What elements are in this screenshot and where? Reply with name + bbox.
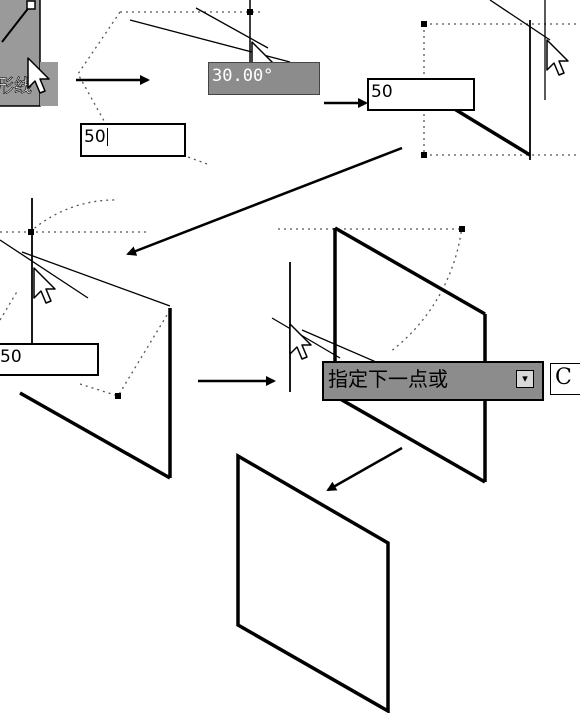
- step1-length-input[interactable]: 50: [80, 123, 186, 157]
- text-caret: [106, 128, 109, 146]
- step1-tool-label: 形线: [0, 76, 32, 97]
- step2-angle-value: 30.00°: [212, 66, 274, 86]
- step5-command-prompt[interactable]: 指定下一点或 ▾: [322, 361, 544, 401]
- step4-second-edge: [0, 198, 172, 480]
- step3-length-input[interactable]: 50: [367, 78, 475, 111]
- step5-prompt-text: 指定下一点或: [328, 367, 448, 391]
- step3-length-value: 50: [371, 82, 393, 102]
- step3-cursor-icon: [546, 39, 569, 76]
- step1-length-value: 50: [84, 127, 106, 147]
- step5-option-close[interactable]: C: [550, 363, 580, 395]
- dropdown-arrow-icon[interactable]: ▾: [516, 370, 534, 388]
- arrow-5-to-6: [326, 446, 403, 492]
- step4-length-value: 50: [0, 347, 22, 367]
- step2-angle-preview: [77, 0, 291, 166]
- arrow-3-to-4: [126, 146, 403, 256]
- step3-first-edge: [419, 0, 580, 160]
- step5-closing-plane: [271, 225, 487, 484]
- step2-angle-tooltip: 30.00°: [208, 62, 320, 95]
- step4-length-input[interactable]: 50: [0, 343, 99, 376]
- step5-cursor-icon: [289, 323, 312, 360]
- step4-cursor-icon: [33, 267, 56, 304]
- step5-option-letter: C: [555, 365, 572, 390]
- step1-line-tool-button[interactable]: 形线: [0, 0, 58, 107]
- step6-finished-plane: [236, 452, 390, 713]
